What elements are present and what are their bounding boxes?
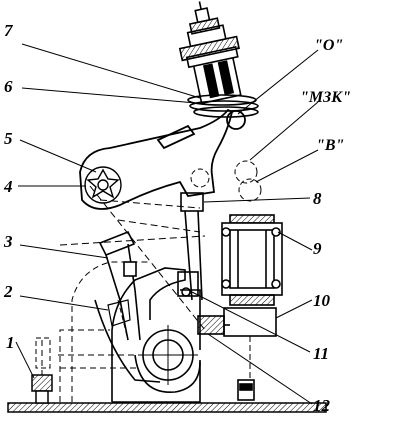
lower-pivot xyxy=(134,325,201,393)
callout-6: 6 xyxy=(4,77,13,96)
callout-4: 4 xyxy=(4,177,13,196)
part-5-crank-arm xyxy=(79,108,246,210)
callout-11: 11 xyxy=(313,344,330,363)
part-8-link xyxy=(177,192,204,301)
leader-lines xyxy=(15,43,319,405)
callout-5: 5 xyxy=(4,129,13,148)
part-3-lever xyxy=(98,230,141,341)
callout-2: 2 xyxy=(4,282,13,301)
callout-3: 3 xyxy=(4,232,13,251)
position-B-label: "B" xyxy=(316,137,345,154)
position-O-label: "O" xyxy=(314,37,344,54)
frame-dashed-outline xyxy=(58,261,150,402)
part-7-head xyxy=(178,1,242,105)
callout-1: 1 xyxy=(6,333,15,352)
callout-12: 12 xyxy=(313,396,330,415)
part-1-bolt xyxy=(31,337,53,404)
part-9-cylinder xyxy=(221,214,283,306)
part-4-hub xyxy=(84,166,122,204)
callout-10: 10 xyxy=(313,291,330,310)
part-12-nut xyxy=(197,315,230,335)
alternate-positions xyxy=(190,160,262,202)
callout-9: 9 xyxy=(313,239,322,258)
callout-8: 8 xyxy=(313,189,322,208)
dashed-rod xyxy=(59,185,206,331)
base-plate xyxy=(7,402,327,413)
callout-7: 7 xyxy=(4,21,13,40)
position-MZK-label: "МЗК" xyxy=(300,89,351,106)
